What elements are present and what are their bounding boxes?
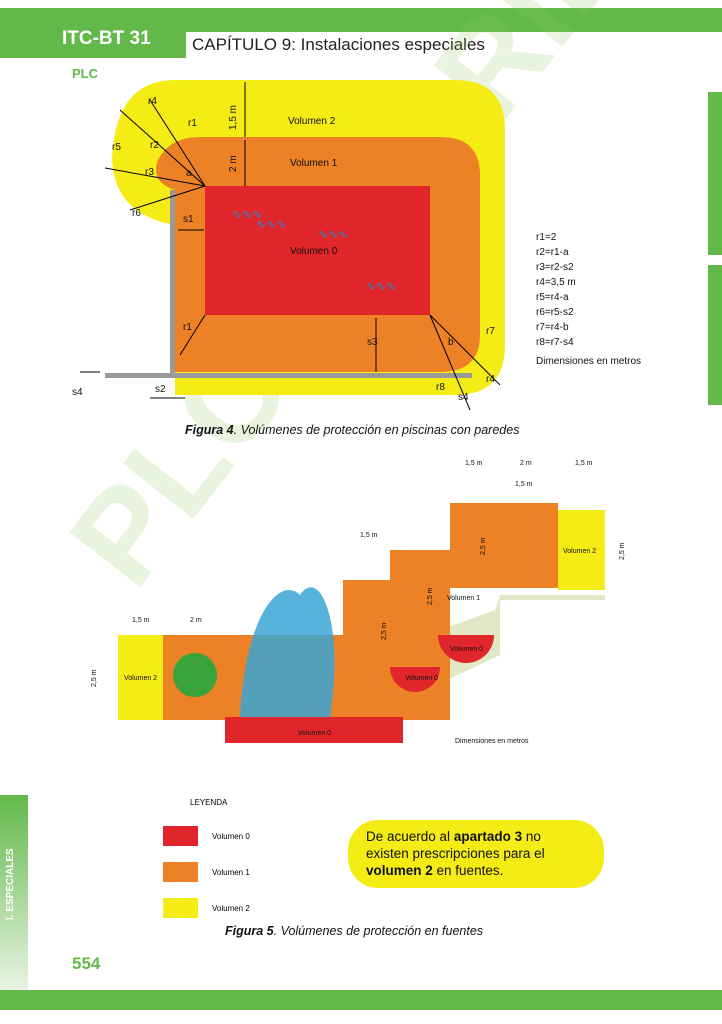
dim-1-5m: 1,5 m xyxy=(228,105,239,130)
label-r1: r1 xyxy=(188,118,197,129)
label-a: a xyxy=(186,168,192,179)
figure-5: 1,5 m 2 m 1,5 m 1,5 m 1,5 m 1,5 m 2 m 2,… xyxy=(91,460,626,745)
dim-height: 2,5 m xyxy=(427,587,434,605)
svg-text:∿∿∿: ∿∿∿ xyxy=(232,207,262,221)
dim-left: 2 m xyxy=(190,617,202,624)
label-volumen-2: Volumen 2 xyxy=(563,548,596,555)
footer-bar xyxy=(0,990,722,1010)
label-r1-bottom: r1 xyxy=(183,322,192,333)
note-box: De acuerdo al apartado 3 no existen pres… xyxy=(348,820,604,888)
formula: r2=r1-a xyxy=(536,247,569,258)
label-r4-bottom: r4 xyxy=(486,374,495,385)
legend-item: Volumen 2 xyxy=(163,890,250,926)
label-volumen-0: Volumen 0 xyxy=(290,246,338,257)
label-s3: s3 xyxy=(367,337,378,348)
label-s2: s2 xyxy=(155,384,166,395)
formula: r8=r7-s4 xyxy=(536,337,574,348)
formula: r7=r4-b xyxy=(536,322,569,333)
water-icon: ∿∿∿∿∿∿∿∿∿∿∿∿ xyxy=(232,207,396,293)
label-volumen-0: Volumen 0 xyxy=(405,675,438,682)
fountain xyxy=(240,587,335,717)
legend-title: LEYENDA xyxy=(190,798,228,807)
label-r8: r8 xyxy=(436,382,445,393)
wall xyxy=(170,190,175,377)
dim-mid: 1,5 m xyxy=(360,532,378,539)
label-volumen-1: Volumen 1 xyxy=(290,158,338,169)
label-s4-left: s4 xyxy=(72,387,83,398)
chapter-title: CAPÍTULO 9: Instalaciones especiales xyxy=(192,35,485,54)
label-r6: r6 xyxy=(132,208,141,219)
right-tab xyxy=(708,265,722,405)
formula: r3=r2-s2 xyxy=(536,262,574,273)
label-volumen-0: Volumen 0 xyxy=(450,646,483,653)
dim-top: 1,5 m xyxy=(465,460,483,467)
label-volumen-2: Volumen 2 xyxy=(124,675,157,682)
section-tab: I. ESPECIALES xyxy=(0,795,28,990)
formula: r1=2 xyxy=(536,232,557,243)
label-r7: r7 xyxy=(486,326,495,337)
legend-item: Volumen 1 xyxy=(163,854,250,890)
label-s4: s4 xyxy=(458,392,469,403)
formula: r4=3,5 m xyxy=(536,277,576,288)
formula: r6=r5-s2 xyxy=(536,307,574,318)
svg-text:∿∿∿: ∿∿∿ xyxy=(318,227,348,241)
dim-height: 2,5 m xyxy=(619,542,626,560)
label-volumen-0: Volumen 0 xyxy=(298,730,331,737)
dim-height: 2,5 m xyxy=(91,669,98,687)
dim-top: 1,5 m xyxy=(575,460,593,467)
svg-text:∿∿∿: ∿∿∿ xyxy=(256,217,286,231)
label-volumen-1: Volumen 1 xyxy=(447,595,480,602)
dim-top: 1,5 m xyxy=(515,481,533,488)
label-r5: r5 xyxy=(112,142,121,153)
page-number: 554 xyxy=(72,954,101,973)
units-note: Dimensiones en metros xyxy=(536,356,641,367)
dim-top: 2 m xyxy=(520,460,532,467)
label-b: b xyxy=(448,337,454,348)
label-volumen-2: Volumen 2 xyxy=(288,116,336,127)
dim-left: 1,5 m xyxy=(132,617,150,624)
code-box xyxy=(0,8,186,58)
formula: r5=r4-a xyxy=(536,292,569,303)
dim-2m: 2 m xyxy=(228,155,239,172)
logo: PLC xyxy=(72,66,98,81)
legend-item: Volumen 0 xyxy=(163,818,250,854)
svg-text:∿∿∿: ∿∿∿ xyxy=(366,279,396,293)
figure-4: Volumen 2 Volumen 1 Volumen 0 1,5 m 2 m … xyxy=(72,80,641,411)
label-r2: r2 xyxy=(150,140,159,151)
volume-0-area xyxy=(205,186,430,315)
right-tab xyxy=(708,92,722,255)
label-r3: r3 xyxy=(145,167,154,178)
dim-height: 2,5 m xyxy=(480,537,487,555)
legend: Volumen 0 Volumen 1 Volumen 2 xyxy=(163,818,250,926)
units-note: Dimensiones en metros xyxy=(455,738,529,745)
label-r4: r4 xyxy=(148,96,157,107)
figure-4-caption: Figura 4. Volúmenes de protección en pis… xyxy=(185,423,520,437)
dim-height: 2,5 m xyxy=(381,622,388,640)
plant xyxy=(173,653,217,697)
figure-5-caption: Figura 5. Volúmenes de protección en fue… xyxy=(225,924,484,938)
itc-code: ITC-BT 31 xyxy=(62,28,151,49)
label-s1: s1 xyxy=(183,214,194,225)
floor xyxy=(105,373,472,378)
